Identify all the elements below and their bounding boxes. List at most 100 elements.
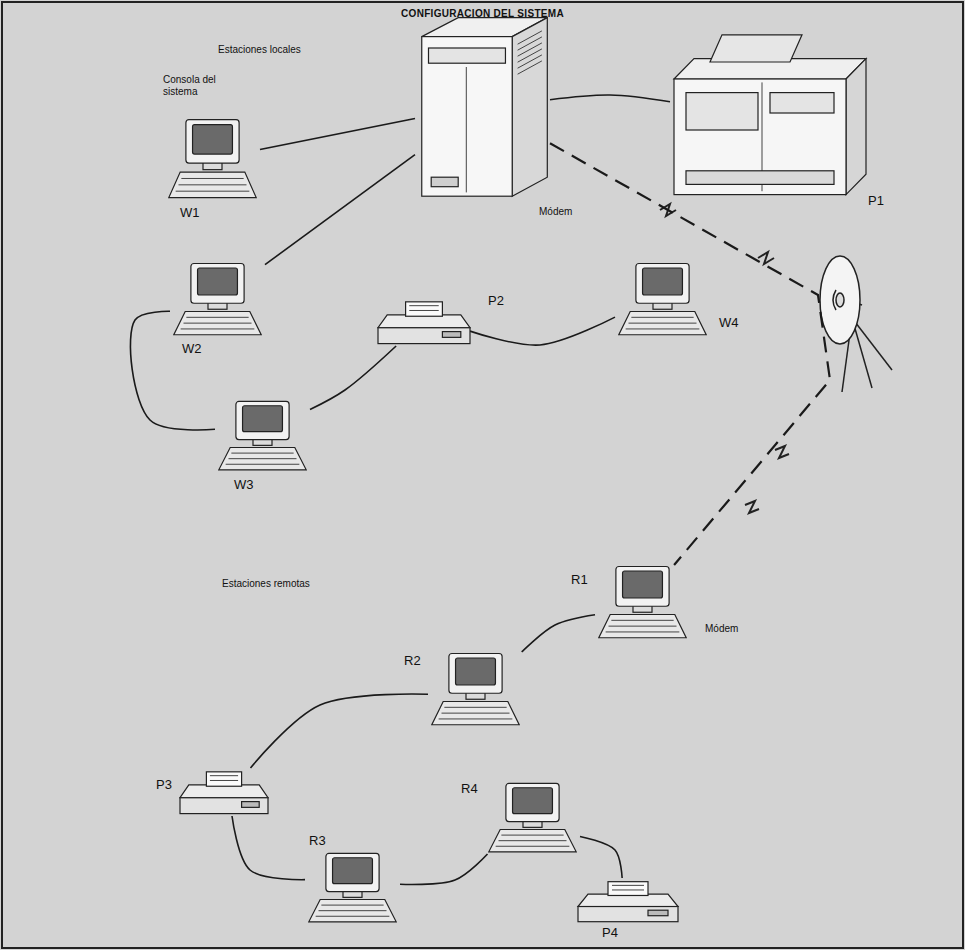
device-icon (615, 262, 710, 337)
device-detail (186, 317, 248, 318)
device-detail (518, 55, 542, 68)
device-icon (670, 28, 870, 198)
device-label: P4 (600, 926, 620, 941)
cable-link (260, 119, 415, 150)
device-label: P2 (486, 294, 506, 309)
device-part (770, 93, 834, 113)
device-detail (631, 317, 693, 318)
device-detail (606, 631, 680, 632)
terminal-device: W2 (170, 262, 265, 337)
device-label: Módem (703, 623, 740, 635)
printer-device: P1 (670, 28, 870, 198)
device-part (422, 37, 512, 197)
device-part (236, 401, 289, 439)
device-detail (501, 835, 563, 836)
device-part (429, 48, 506, 63)
host-computer: Módem (415, 10, 550, 200)
device-part (219, 448, 306, 470)
printer-device: P3 (180, 768, 268, 816)
device-icon (485, 782, 580, 854)
device-part (180, 798, 268, 814)
printer-device: P4 (578, 878, 678, 924)
device-part (206, 772, 241, 786)
device-part (186, 120, 239, 163)
device-detail (444, 707, 506, 708)
terminal-device: W4 (615, 262, 710, 337)
cable-link (250, 694, 428, 768)
device-part (619, 312, 706, 335)
device-label: Módem (537, 206, 574, 218)
device-icon (578, 878, 678, 924)
device-detail (439, 718, 513, 719)
device-detail (499, 840, 567, 841)
device-detail (184, 323, 252, 324)
device-detail (626, 328, 700, 329)
device-part (191, 264, 244, 304)
device-part (449, 654, 502, 694)
lightning-marks (660, 204, 789, 513)
device-part (456, 658, 496, 685)
device-detail (229, 458, 297, 459)
cable-link (470, 317, 615, 345)
device-part (174, 312, 261, 335)
device-part (710, 35, 802, 62)
device-part (333, 858, 373, 884)
device-part (623, 571, 663, 598)
device-part (169, 172, 256, 197)
cable-link (232, 816, 305, 880)
device-detail (518, 37, 542, 50)
device-detail (612, 885, 644, 886)
terminal-device: R2 (428, 652, 523, 727)
device-detail (518, 61, 542, 74)
device-label: R3 (307, 834, 328, 849)
device-detail (611, 620, 673, 621)
device-part (193, 125, 233, 155)
device-icon (165, 118, 260, 200)
device-detail (409, 310, 438, 311)
device-part (506, 783, 559, 821)
device-part (578, 907, 678, 922)
device-detail (321, 905, 383, 906)
radio-link (550, 143, 830, 565)
device-part (599, 615, 686, 638)
device-detail (518, 43, 542, 56)
device-icon (215, 400, 310, 472)
device-detail (629, 323, 697, 324)
device-label: W4 (717, 316, 741, 331)
terminal-device: R4 (485, 782, 580, 854)
device-part (326, 853, 379, 891)
device-label: R2 (402, 654, 423, 669)
device-detail (181, 178, 243, 179)
device-icon (305, 852, 400, 924)
group-label: Estaciones locales (216, 44, 303, 55)
device-detail (176, 191, 250, 192)
device-part (378, 328, 470, 344)
device-icon (180, 768, 268, 816)
device-part (616, 567, 669, 607)
device-label: W1 (178, 206, 202, 221)
device-part (686, 93, 758, 130)
device-detail (210, 775, 238, 776)
group-label: Estaciones remotas (220, 578, 312, 589)
device-icon (378, 298, 470, 346)
device-part (406, 302, 443, 316)
device-detail (181, 328, 255, 329)
device-part (442, 332, 460, 338)
cable-link (550, 95, 670, 102)
cable-link (580, 836, 622, 878)
device-detail (518, 49, 542, 62)
device-part (686, 171, 834, 185)
device-detail (442, 713, 510, 714)
device-label: P3 (154, 778, 174, 793)
device-icon (595, 565, 690, 640)
device-detail (409, 305, 438, 306)
terminal-device: R3 (305, 852, 400, 924)
device-part (608, 882, 648, 896)
device-part (432, 702, 519, 725)
device-part (513, 788, 553, 814)
device-detail (210, 780, 238, 781)
device-part (309, 900, 396, 922)
terminal-device: Consola del sistemaW1 (165, 118, 260, 200)
terminal-device: W3 (215, 400, 310, 472)
